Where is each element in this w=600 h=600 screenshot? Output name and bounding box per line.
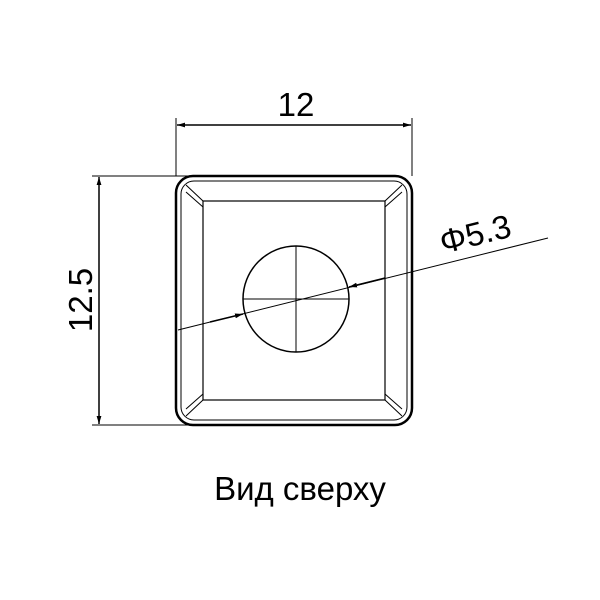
body-inner-edge [180,180,408,421]
body-outline [174,174,414,427]
extension-lines [92,118,413,426]
chamfer-lines [185,184,403,417]
view-caption: Вид сверху [214,470,386,507]
width-label: 12 [278,86,315,123]
diameter-label: Φ5.3 [436,207,515,260]
hole-centerlines [243,246,349,352]
top-face [202,200,386,401]
diameter-arrow-left [209,313,244,323]
diameter-arrow-right [348,277,386,288]
height-label: 12.5 [62,268,99,332]
